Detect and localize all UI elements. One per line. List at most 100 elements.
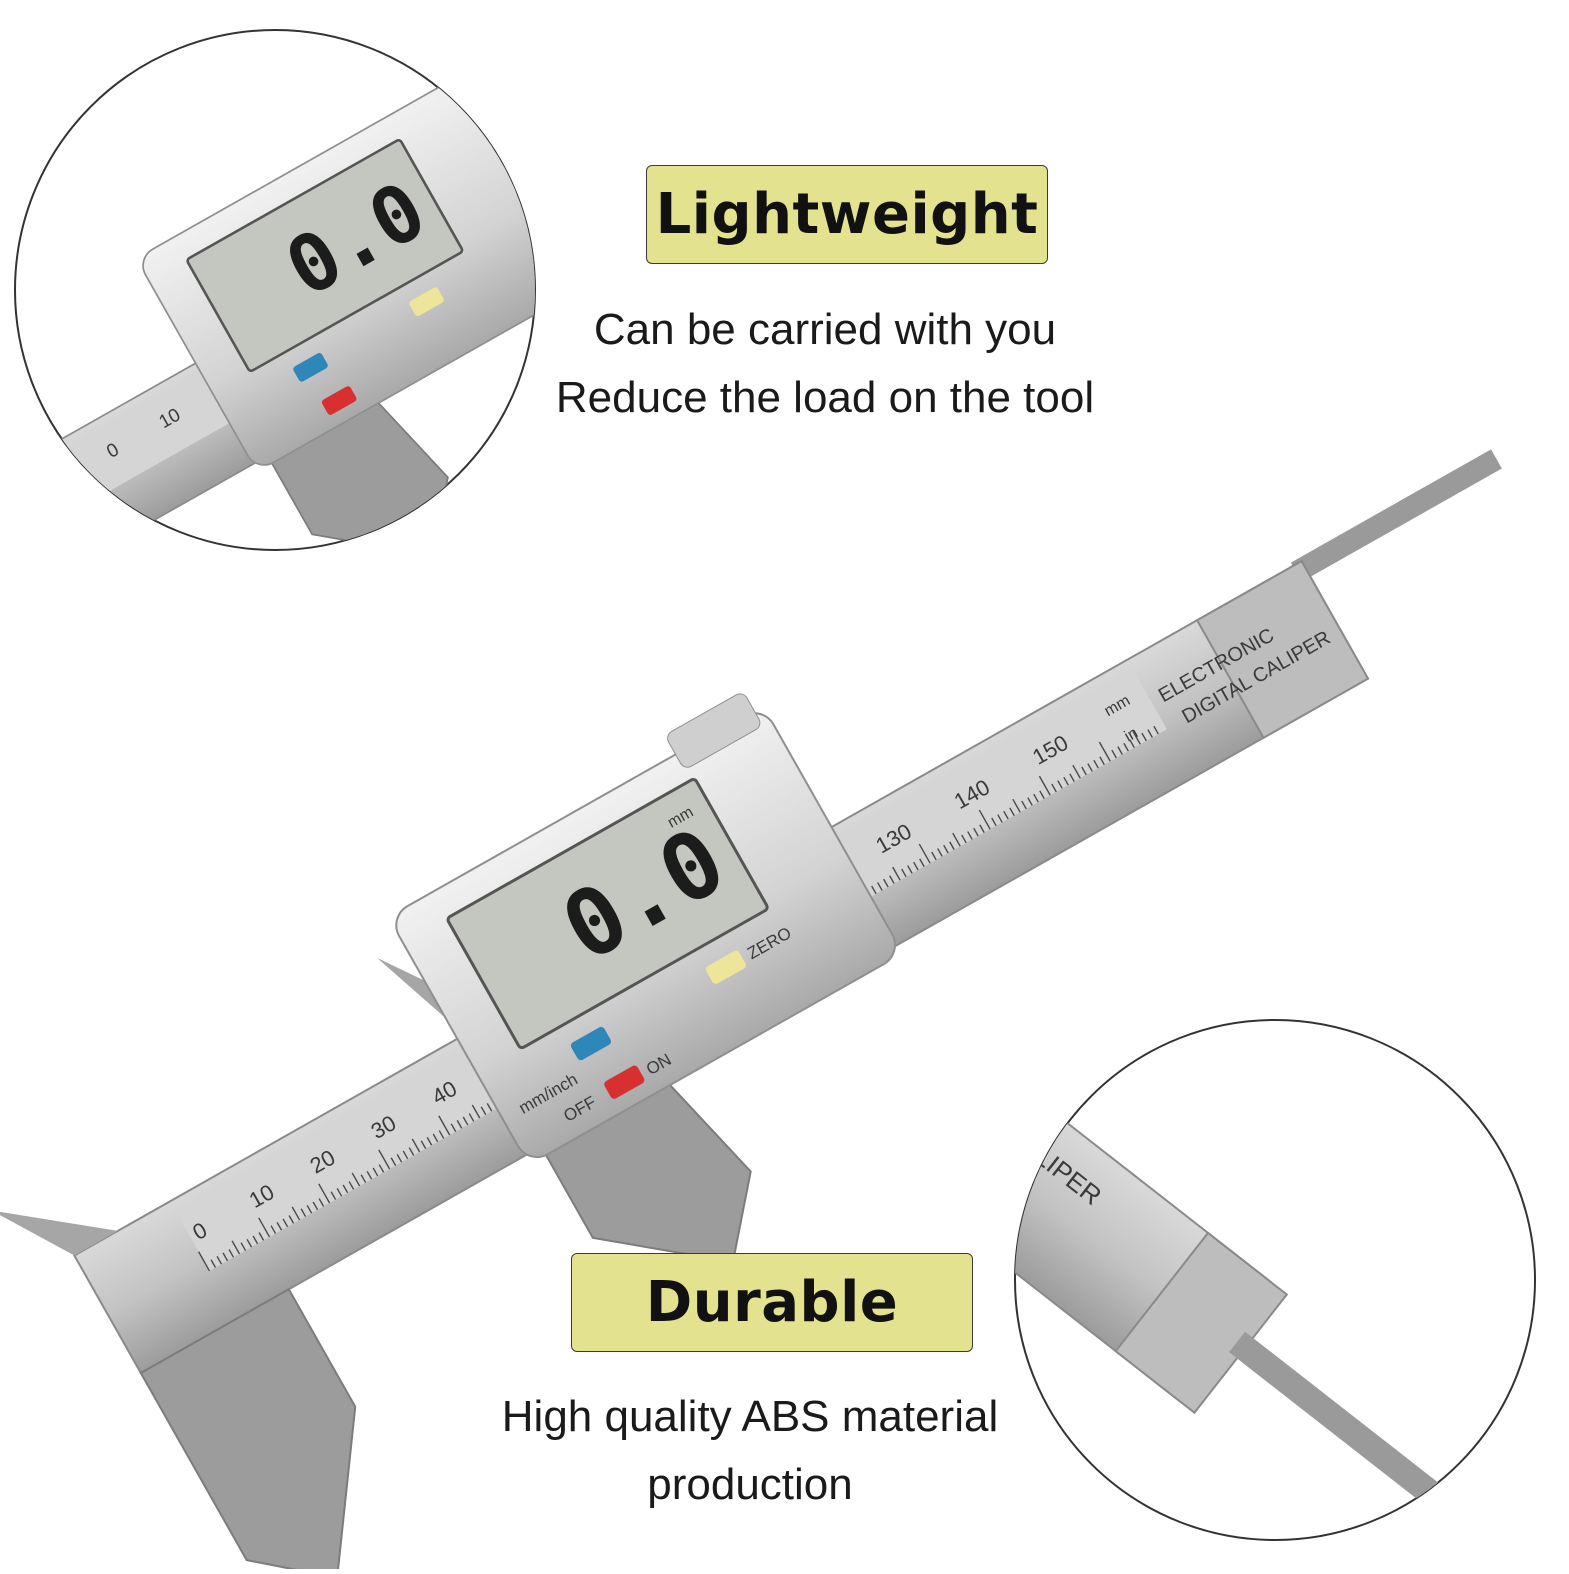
unit-button[interactable] <box>570 1026 613 1062</box>
scale-tick <box>471 1104 481 1119</box>
scale-tick <box>1099 756 1105 766</box>
scale-tick <box>420 1140 427 1149</box>
scale-tick <box>892 866 901 881</box>
scale-tick <box>468 1113 475 1122</box>
scale-tick <box>931 851 937 861</box>
end-cap <box>1195 559 1370 740</box>
scale-tick <box>937 848 943 857</box>
scale-tick <box>1003 810 1009 820</box>
scale-tick <box>1027 797 1033 806</box>
fixed-jaw-upper <box>0 1210 118 1256</box>
scale-tick <box>270 1225 277 1234</box>
scale-tick <box>1069 773 1075 782</box>
scale-tick <box>961 834 967 844</box>
scale-tick <box>1039 790 1045 799</box>
scale-tick <box>411 1138 421 1153</box>
scale-tick <box>1132 730 1141 745</box>
scale-tick <box>480 1106 487 1115</box>
scale-tick <box>390 1157 397 1166</box>
scale-tick <box>438 1115 451 1136</box>
fixed-jaw <box>139 1287 357 1574</box>
lightweight-caption-line-2: Reduce the load on the tool <box>555 373 1095 422</box>
scale-tick <box>396 1154 403 1163</box>
scale-tick <box>1033 793 1039 803</box>
scale-tick <box>1057 780 1063 789</box>
scale-tick <box>276 1221 283 1231</box>
scale-tick <box>450 1123 457 1132</box>
scale-tick <box>462 1116 469 1126</box>
scale-tick <box>1021 800 1027 810</box>
scale-tick <box>1153 725 1159 735</box>
zoom-depth-rod-detail: ALIPER <box>1014 1019 1536 1541</box>
scale-tick <box>1087 763 1093 772</box>
scale-tick <box>1123 742 1129 752</box>
scale-tick <box>943 844 949 854</box>
scale-tick <box>318 1198 325 1207</box>
scale-tick <box>426 1137 433 1146</box>
scale-tick <box>402 1150 409 1160</box>
scale-tick <box>967 831 973 840</box>
scale-tick <box>318 1183 331 1204</box>
scale-tick <box>378 1149 391 1170</box>
scale-tick <box>991 817 997 827</box>
scale-tick <box>432 1133 439 1143</box>
scale-tick <box>252 1235 259 1245</box>
scale-tick <box>330 1191 337 1200</box>
depth-rod <box>1290 449 1502 582</box>
scale-tick <box>907 865 913 874</box>
scale-tick <box>997 814 1003 823</box>
scale-tick <box>360 1174 367 1183</box>
scale-tick <box>306 1204 313 1214</box>
scale-tick <box>336 1187 343 1197</box>
scale-tick <box>1051 783 1057 793</box>
scale-tick <box>883 878 889 888</box>
scale-tick <box>1141 732 1147 742</box>
scale-tick <box>877 882 883 891</box>
scale-tick <box>952 832 961 847</box>
scale-tick <box>348 1181 355 1190</box>
durable-caption-line-2: production <box>647 1460 853 1509</box>
scale-tick <box>1129 739 1135 749</box>
scale-tick <box>378 1164 385 1173</box>
durable-caption-line-1: High quality ABS material <box>501 1392 999 1441</box>
scale-tick <box>486 1103 493 1112</box>
scale-tick <box>282 1218 289 1228</box>
scale-tick <box>198 1251 211 1272</box>
scale-tick <box>228 1249 235 1258</box>
scale-tick <box>342 1184 349 1194</box>
scale-tick <box>1038 775 1051 796</box>
scale-tick <box>1098 741 1111 762</box>
scale-tick <box>1093 759 1099 769</box>
scale-tick <box>1012 798 1021 813</box>
scale-tick <box>1081 766 1087 776</box>
scale-tick <box>919 858 925 867</box>
scale-tick <box>210 1259 217 1268</box>
scale-tick <box>291 1206 301 1221</box>
scale-tick <box>222 1252 229 1262</box>
thumb-wheel <box>667 693 761 768</box>
scale-tick <box>973 827 979 837</box>
zero-button[interactable] <box>704 949 747 985</box>
scale-tick <box>1117 746 1123 755</box>
lightweight-badge: Lightweight <box>646 165 1048 264</box>
scale-tick <box>372 1167 379 1177</box>
scale-tick <box>1111 749 1117 759</box>
scale-tick <box>288 1215 295 1224</box>
on-button[interactable] <box>603 1064 646 1100</box>
lcd-screen <box>446 778 769 1050</box>
scale-tick <box>351 1172 361 1187</box>
scale-tick <box>949 841 955 850</box>
scale-tick <box>871 885 877 895</box>
scale-tick <box>408 1147 415 1156</box>
scale-tick <box>438 1130 445 1139</box>
scale-tick <box>258 1217 271 1238</box>
scale-tick <box>1072 764 1081 779</box>
scale-tick <box>246 1238 253 1248</box>
durable-badge: Durable <box>571 1253 973 1352</box>
scale-tick <box>258 1232 265 1241</box>
scale-tick <box>913 861 919 871</box>
scale-tick <box>456 1120 463 1129</box>
scale-tick <box>979 824 985 833</box>
scale-tick <box>216 1255 223 1265</box>
